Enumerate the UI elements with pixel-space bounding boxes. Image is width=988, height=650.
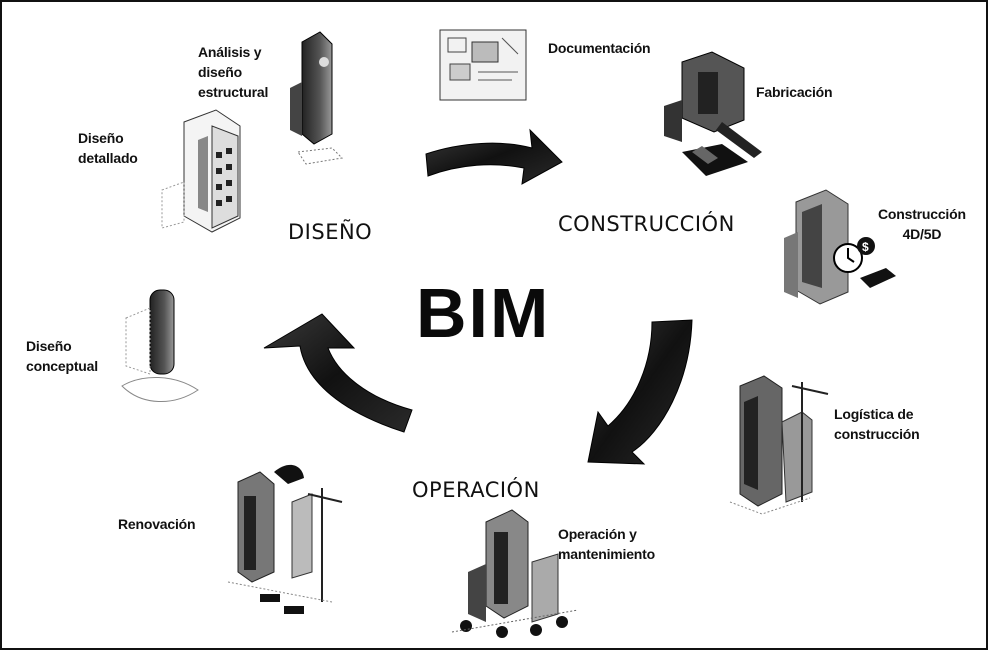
caption-fabrication: Fabricación [756,84,833,100]
caption-operation-maintenance: Operación y mantenimiento [558,526,655,562]
caption-detailed-design: Diseño detallado [78,130,138,166]
phase-construction-label: CONSTRUCCIÓN [558,212,735,236]
arrow-construction-to-operation [587,319,693,465]
operation-maintenance-illustration [451,509,579,638]
caption-conceptual-design: Diseño conceptual [26,338,98,374]
renovation-illustration [227,464,343,614]
bim-title: BIM [416,274,551,352]
structural-building-illustration [290,31,344,165]
logistics-illustration [729,375,829,515]
caption-documentation: Documentación [548,40,651,56]
conceptual-design-illustration [121,289,199,402]
phase-design-label: DISEÑO [288,220,373,244]
arrow-design-to-construction [425,128,563,185]
phase-operation-label: OPERACIÓN [412,478,540,502]
svg-text:$: $ [862,240,869,254]
caption-structural-analysis: Análisis y diseño estructural [198,44,269,100]
caption-construction-4d5d: Construcción 4D/5D [878,206,966,242]
construction-4d5d-illustration: $ [784,189,896,305]
detailed-design-illustration [161,109,241,233]
caption-construction-logistics: Logística de construcción [834,406,920,442]
caption-renovation: Renovación [118,516,196,532]
arrow-operation-to-design [263,313,413,433]
fabrication-illustration [664,51,762,176]
documentation-illustration [439,29,527,101]
